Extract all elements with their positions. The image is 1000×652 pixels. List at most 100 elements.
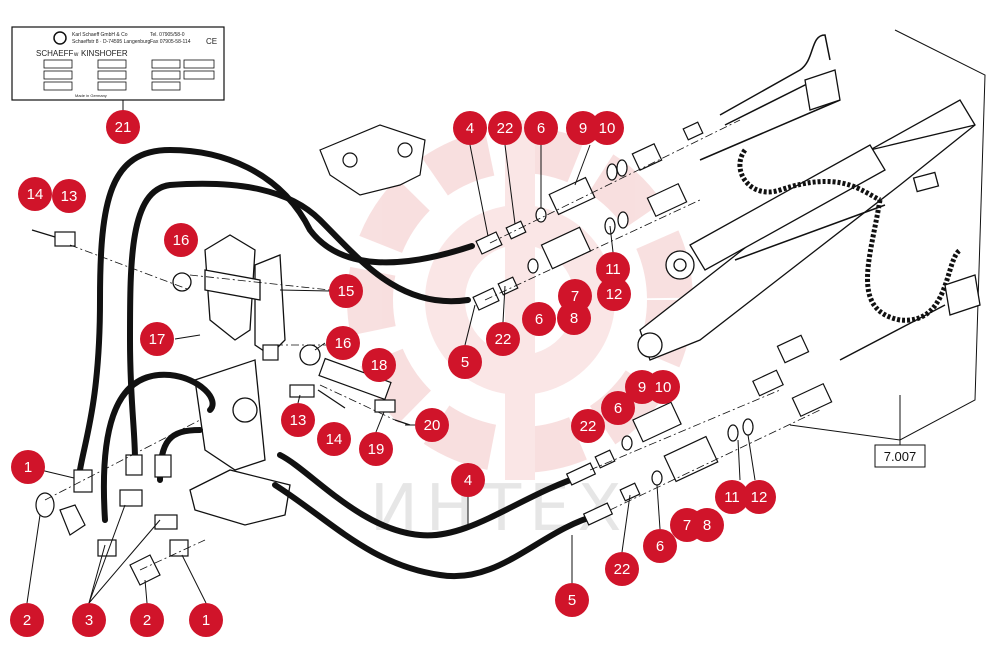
callout-8: 8 <box>557 301 591 335</box>
callout-marker <box>52 179 86 213</box>
callout-marker <box>140 322 174 356</box>
callout-label: 6 <box>614 400 622 417</box>
callout-16: 16 <box>164 223 198 257</box>
callout-22: 22 <box>605 552 639 586</box>
callout-label: 14 <box>326 431 343 448</box>
callout-label: 6 <box>535 311 543 328</box>
callout-label: 6 <box>537 120 545 137</box>
callout-13: 13 <box>52 179 86 213</box>
callout-label: 20 <box>424 417 441 434</box>
callout-4: 4 <box>453 111 487 145</box>
plate-fax: Fax 07905-58-114 <box>150 39 191 45</box>
callout-label: 4 <box>466 120 474 137</box>
callout-label: 10 <box>655 379 672 396</box>
callout-marker <box>488 111 522 145</box>
callout-6: 6 <box>601 391 635 425</box>
callout-marker <box>590 111 624 145</box>
small-hardware <box>31 229 411 426</box>
callout-6: 6 <box>643 529 677 563</box>
callout-1: 1 <box>11 450 45 484</box>
callout-label: 8 <box>703 517 711 534</box>
reference-box-label: 7.007 <box>884 449 917 464</box>
callout-1: 1 <box>189 603 223 637</box>
callout-marker <box>10 603 44 637</box>
callout-label: 8 <box>570 310 578 327</box>
callout-marker <box>281 403 315 437</box>
callout-label: 15 <box>338 283 355 300</box>
callout-label: 1 <box>24 459 32 476</box>
callout-marker <box>453 111 487 145</box>
callout-label: 3 <box>85 612 93 629</box>
callout-22: 22 <box>486 322 520 356</box>
callout-label: 12 <box>751 489 768 506</box>
callout-marker <box>486 322 520 356</box>
callout-marker <box>596 252 630 286</box>
callout-marker <box>106 110 140 144</box>
left-fittings <box>35 454 189 586</box>
callout-label: 9 <box>579 120 587 137</box>
callout-19: 19 <box>359 432 393 466</box>
callout-label: 6 <box>656 538 664 555</box>
callout-marker <box>415 408 449 442</box>
callout-label: 1 <box>202 612 210 629</box>
callout-10: 10 <box>590 111 624 145</box>
upper-pipes <box>699 34 946 361</box>
callout-label: 5 <box>568 592 576 609</box>
callout-18: 18 <box>362 348 396 382</box>
callout-6: 6 <box>522 302 556 336</box>
callout-label: 12 <box>606 286 623 303</box>
callout-13: 13 <box>281 403 315 437</box>
callout-label: 11 <box>605 261 621 278</box>
callout-2: 2 <box>10 603 44 637</box>
boom-arm <box>637 99 976 361</box>
valve-block-upper <box>804 69 841 111</box>
callout-label: 5 <box>461 354 469 371</box>
callout-marker <box>597 277 631 311</box>
reference-box: 7.007 <box>789 29 986 468</box>
callout-marker <box>189 603 223 637</box>
callout-2: 2 <box>130 603 164 637</box>
plate-tel: Tel. 07905/58-0 <box>150 32 185 38</box>
callout-8: 8 <box>690 508 724 542</box>
callout-label: 7 <box>571 288 579 305</box>
callout-14: 14 <box>18 177 52 211</box>
callout-5: 5 <box>448 345 482 379</box>
callout-22: 22 <box>571 409 605 443</box>
callout-marker <box>11 450 45 484</box>
callout-label: 16 <box>173 232 190 249</box>
callout-label: 22 <box>497 120 514 137</box>
callout-marker <box>646 370 680 404</box>
plate-company-line1: Karl Schaeff GmbH & Co <box>72 32 128 38</box>
callout-marker <box>329 274 363 308</box>
callout-label: 11 <box>724 489 740 506</box>
company-logo-icon <box>53 31 67 45</box>
callout-4: 4 <box>451 463 485 497</box>
callout-5: 5 <box>555 583 589 617</box>
callout-marker <box>742 480 776 514</box>
callout-marker <box>601 391 635 425</box>
callout-marker <box>326 326 360 360</box>
callout-14: 14 <box>317 422 351 456</box>
callout-label: 2 <box>23 612 31 629</box>
callout-marker <box>557 301 591 335</box>
callout-11: 11 <box>596 252 630 286</box>
hydraulic-hoses <box>77 146 601 580</box>
callout-15: 15 <box>329 274 363 308</box>
callout-label: 17 <box>149 331 166 348</box>
callout-label: 18 <box>371 357 388 374</box>
callout-marker <box>317 422 351 456</box>
callout-16: 16 <box>326 326 360 360</box>
callout-label: 21 <box>115 119 132 136</box>
callout-12: 12 <box>597 277 631 311</box>
callout-label: 14 <box>27 186 44 203</box>
callout-marker <box>571 409 605 443</box>
callout-12: 12 <box>742 480 776 514</box>
callout-label: 7 <box>683 517 691 534</box>
callout-marker <box>555 583 589 617</box>
leader-lines <box>26 144 756 604</box>
callout-6: 6 <box>524 111 558 145</box>
callout-20: 20 <box>415 408 449 442</box>
callout-22: 22 <box>488 111 522 145</box>
callout-label: 19 <box>368 441 385 458</box>
